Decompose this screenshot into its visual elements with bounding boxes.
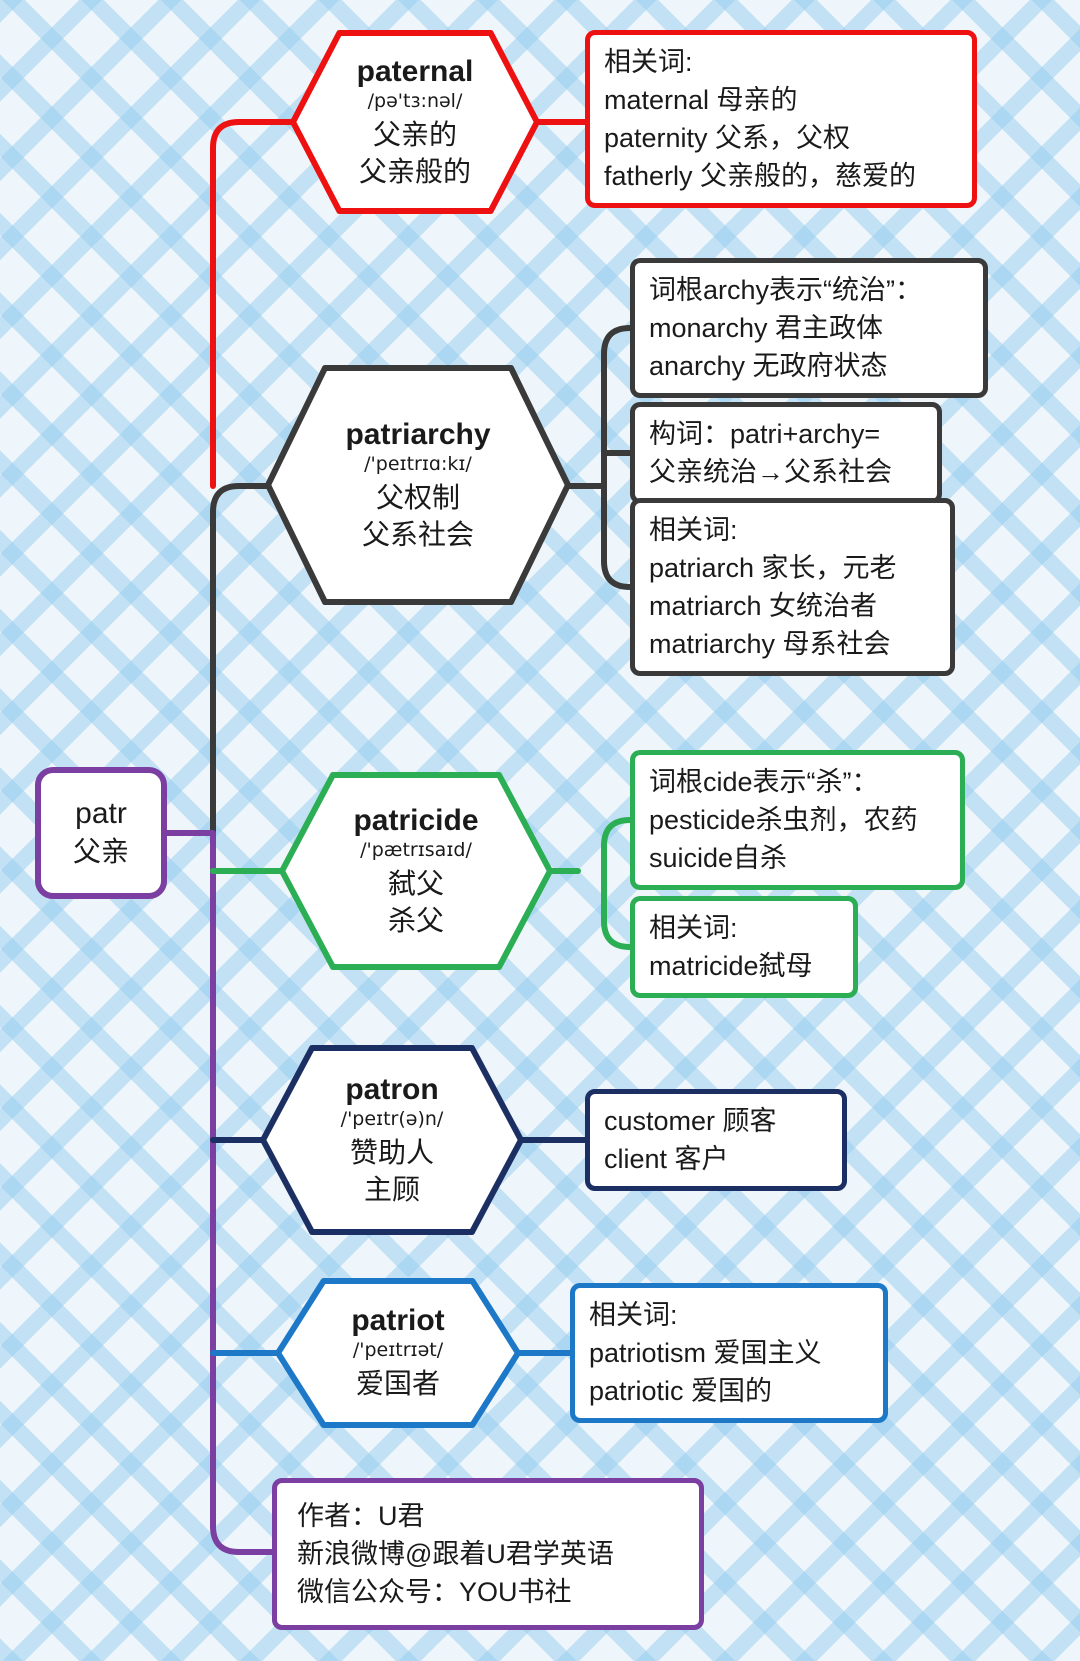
hexagon-shape: [278, 1281, 518, 1425]
edge-patricide-boxes: [601, 817, 633, 950]
word-meaning: 主顾: [363, 1173, 420, 1205]
box-line: 词根cide表示“杀”：: [649, 767, 879, 797]
box-line: 相关词:: [604, 47, 693, 77]
box-line: patriotism 爱国主义: [589, 1338, 822, 1368]
node-patriot: patriot /'peɪtrɪət/ 爱国者: [278, 1281, 518, 1425]
node-paternal: paternal /pə'tɜ:nəl/ 父亲的 父亲般的: [293, 33, 537, 211]
edge-trunk-root: [164, 830, 277, 1555]
word-meaning: 赞助人: [349, 1136, 434, 1168]
word-title: paternal: [356, 54, 474, 88]
box-line: 相关词:: [649, 913, 738, 943]
word-meaning: 爱国者: [355, 1368, 440, 1399]
box-patricide-cide-root: 词根cide表示“杀”： pesticide杀虫剂，农药 suicide自杀: [630, 750, 965, 890]
word-meaning: 杀父: [387, 904, 444, 936]
box-author-info: 作者：U君 新浪微博@跟着U君学英语 微信公众号：YOU书社: [272, 1478, 704, 1630]
box-line: matricide弑母: [649, 951, 813, 981]
node-root-patr: patr 父亲: [35, 767, 167, 899]
word-meaning: 父亲般的: [358, 155, 471, 187]
box-line: patriarch 家长，元老: [649, 553, 897, 583]
word-phonetic: /'peɪtrɪɑ:kɪ/: [364, 452, 472, 475]
word-phonetic: /pə'tɜ:nəl/: [367, 89, 463, 112]
hexagon-shape: [263, 1048, 521, 1232]
edge-patriarchy-boxes: [601, 325, 633, 590]
edge-trunk-paternal: [210, 119, 296, 489]
word-meaning: 弑父: [387, 867, 444, 899]
box-line: patriotic 爱国的: [589, 1376, 773, 1406]
word-title: patricide: [353, 803, 479, 837]
root-meaning: 父亲: [72, 836, 129, 867]
node-patricide: patricide /'pætrɪsaɪd/ 弑父 杀父: [282, 775, 550, 967]
box-patriarchy-formation: 构词：patri+archy= 父亲统治→父系社会: [630, 402, 942, 504]
box-line: paternity 父系，父权: [604, 123, 851, 153]
box-line: matriarch 女统治者: [649, 591, 878, 621]
node-patriarchy: patriarchy /'peɪtrɪɑ:kɪ/ 父权制 父系社会: [268, 368, 568, 602]
edge-trunk-patriarchy: [210, 483, 271, 836]
box-line: 词根archy表示“统治”：: [649, 275, 923, 305]
root-word: patr: [75, 797, 127, 830]
footer-line: 新浪微博@跟着U君学英语: [297, 1539, 614, 1569]
box-patricide-related: 相关词: matricide弑母: [630, 896, 858, 998]
box-paternal-related: 相关词: maternal 母亲的 paternity 父系，父权 father…: [585, 30, 977, 208]
box-line: 相关词:: [589, 1300, 678, 1330]
footer-line: 微信公众号：YOU书社: [297, 1577, 572, 1607]
word-title: patriot: [351, 1304, 445, 1337]
node-patron: patron /'peɪtr(ə)n/ 赞助人 主顾: [263, 1048, 521, 1232]
hexagon-shape: [293, 33, 537, 211]
box-line: maternal 母亲的: [604, 85, 798, 115]
box-patron-related: customer 顾客 client 客户: [585, 1089, 847, 1191]
word-title: patron: [345, 1072, 439, 1106]
word-meaning: 父亲的: [372, 118, 457, 150]
box-line: client 客户: [604, 1144, 729, 1174]
word-meaning: 父权制: [375, 481, 460, 513]
box-line: customer 顾客: [604, 1106, 777, 1136]
box-line: 构词：patri+archy=: [649, 419, 881, 449]
box-line: pesticide杀虫剂，农药: [649, 805, 918, 835]
footer-line: 作者：U君: [297, 1501, 425, 1531]
box-line: matriarchy 母系社会: [649, 629, 891, 659]
box-line: anarchy 无政府状态: [649, 351, 888, 381]
box-patriarchy-related: 相关词: patriarch 家长，元老 matriarch 女统治者 matr…: [630, 498, 955, 676]
word-phonetic: /'peɪtr(ə)n/: [340, 1107, 444, 1130]
word-title: patriarchy: [345, 417, 491, 451]
word-phonetic: /'pætrɪsaɪd/: [360, 838, 472, 861]
word-meaning: 父系社会: [361, 518, 474, 550]
box-patriot-related: 相关词: patriotism 爱国主义 patriotic 爱国的: [570, 1283, 888, 1423]
hexagon-shape: [282, 775, 550, 967]
box-line: fatherly 父亲般的，慈爱的: [604, 161, 917, 191]
box-line: 父亲统治→父系社会: [649, 457, 892, 487]
box-line: suicide自杀: [649, 843, 788, 873]
box-patriarchy-archy-root: 词根archy表示“统治”： monarchy 君主政体 anarchy 无政府…: [630, 258, 988, 398]
box-line: 相关词:: [649, 515, 738, 545]
word-phonetic: /'peɪtrɪət/: [352, 1339, 444, 1361]
hexagon-shape: [268, 368, 568, 602]
box-line: monarchy 君主政体: [649, 313, 884, 343]
